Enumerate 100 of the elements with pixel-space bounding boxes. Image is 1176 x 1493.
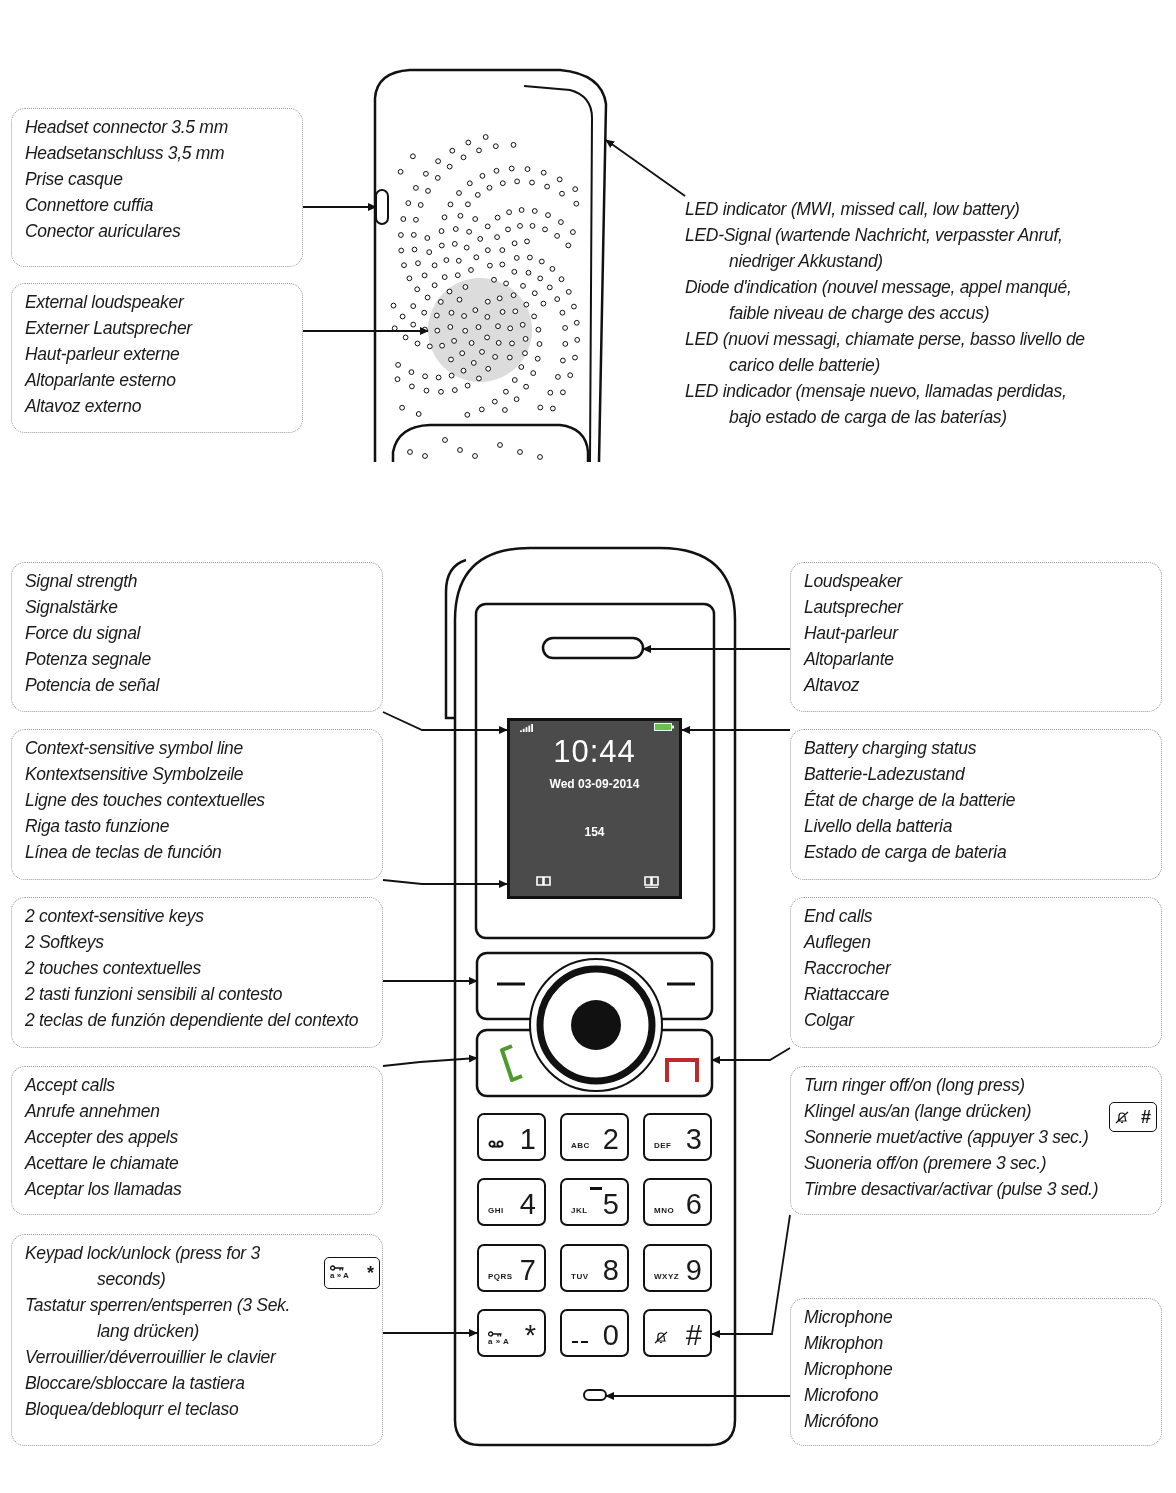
callout-text: End calls [804, 905, 873, 928]
key-digit: 8 [602, 1255, 619, 1285]
callout-text: Haut-parleur [804, 622, 898, 645]
callout-text: 2 context-sensitive keys [25, 905, 204, 928]
callout-text: Raccrocher [804, 957, 891, 980]
key-letters: MNO [654, 1206, 675, 1215]
arrow [382, 976, 478, 986]
keypad-key [560, 1309, 629, 1357]
callout-text: External loudspeaker [25, 291, 184, 314]
callout-text: Aceptar los llamadas [25, 1178, 182, 1201]
callout-text: Mikrophon [804, 1332, 883, 1355]
arrow [382, 711, 508, 735]
callout-text: Microfono [804, 1384, 879, 1407]
callout-text: Context-sensitive symbol line [25, 737, 243, 760]
callout-text: Externer Lautsprecher [25, 317, 192, 340]
callout-text: Signal strength [25, 570, 138, 593]
phone-screen [507, 718, 682, 899]
keypad-key [560, 1178, 629, 1226]
microphone-slot [583, 1389, 607, 1401]
callout-text: Suoneria off/on (premere 3 sec.) [804, 1152, 1047, 1175]
key-letters: ABC [571, 1141, 590, 1150]
keypad-key [643, 1309, 712, 1357]
key-letters: JKL [571, 1206, 588, 1215]
key-digit: 1 [519, 1124, 536, 1154]
keypad-key [643, 1113, 712, 1161]
arrow [681, 725, 791, 735]
date-text: Wed 03-09-2014 [549, 778, 640, 792]
keypad-key [560, 1244, 629, 1292]
key-digit: 5 [602, 1189, 619, 1219]
callout-text: 2 tasti funzioni sensibili al contesto [25, 983, 283, 1006]
callout-text: Ligne des touches contextuelles [25, 789, 265, 812]
headset-jack [375, 189, 389, 225]
callout-text: Lautsprecher [804, 596, 903, 619]
clock-time: 10:44 [553, 735, 636, 770]
callout-text: Anrufe annehmen [25, 1100, 160, 1123]
key-digit: 3 [685, 1124, 702, 1154]
key-letters: a » A [488, 1337, 510, 1346]
callout-text: Riattaccare [804, 983, 890, 1006]
earpiece-slot [541, 636, 645, 660]
callout-text: 2 touches contextuelles [25, 957, 201, 980]
callout-text: Timbre desactivar/activar (pulse 3 sed.) [804, 1178, 1099, 1201]
key-letters: TUV [571, 1272, 589, 1281]
callout-text: Battery charging status [804, 737, 977, 760]
keypad-key [643, 1244, 712, 1292]
callout-text: LED-Signal (wartende Nachricht, verpasster Anruf, niedriger Akkustand) [685, 224, 1064, 273]
callout-text: Conector auriculares [25, 220, 181, 243]
callout-text: Keypad lock/unlock (press for 3 seconds) [25, 1242, 261, 1291]
callout-text: Klingel aus/an (lange drücken) [804, 1100, 1032, 1123]
arrow [302, 202, 377, 212]
arrow [382, 1328, 478, 1338]
callout-text: Estado de carga de bateria [804, 841, 1007, 864]
callout-text: Haut-parleur externe [25, 343, 180, 366]
callout-text: Acettare le chiamate [25, 1152, 179, 1175]
callout-text: Verrouillier/déverrouillier le clavier [25, 1346, 276, 1369]
callout-text: Micrófono [804, 1410, 879, 1433]
callout-text: Turn ringer off/on (long press) [804, 1074, 1025, 1097]
callout-text: Microphone [804, 1358, 893, 1381]
callout-text: LED indicator (MWI, missed call, low battery) [685, 198, 1020, 221]
keypad-key [477, 1113, 546, 1161]
key-digit: 9 [685, 1255, 702, 1285]
key-digit: 6 [685, 1189, 702, 1219]
arrow [382, 1054, 478, 1067]
keypad-key [560, 1113, 629, 1161]
callout-text: Bloquea/debloqurr el teclaso [25, 1398, 239, 1421]
key-symbol: * [367, 1262, 374, 1284]
callout-text: LED (nuovi messagi, chiamate perse, basso livello de carico delle batterie) [685, 328, 1086, 377]
callout-text: Altoparlante [804, 648, 894, 671]
arrow [711, 1047, 791, 1065]
callout-text: Línea de teclas de función [25, 841, 222, 864]
arrow [605, 139, 686, 197]
callout-text: 2 Softkeys [25, 931, 104, 954]
callout-text: Sonnerie muet/active (appuyer 3 sec.) [804, 1126, 1089, 1149]
callout-text: Loudspeaker [804, 570, 902, 593]
arrow [382, 879, 508, 889]
key-letters: WXYZ [654, 1272, 680, 1281]
callout-text: Auflegen [804, 931, 871, 954]
callout-text: LED indicador (mensaje nuevo, llamadas perdidas, bajo estado de carga de las baterías) [685, 380, 1068, 429]
key-letters: PQRS [488, 1272, 513, 1281]
callout-text: Potencia de señal [25, 674, 160, 697]
handset-back-drawing [373, 68, 608, 463]
callout-text: Force du signal [25, 622, 141, 645]
key-letters: DEF [654, 1141, 672, 1150]
callout-text: Bloccare/sbloccare la tastiera [25, 1372, 245, 1395]
arrow [605, 1391, 791, 1401]
callout-text: Kontextsensitive Symbolzeile [25, 763, 244, 786]
callout-text: Headset connector 3.5 mm [25, 116, 228, 139]
callout-text: Batterie-Ladezustand [804, 763, 965, 786]
key-digit: 4 [519, 1189, 536, 1219]
callout-text: Altavoz externo [25, 395, 142, 418]
callout-text: Tastatur sperren/entsperren (3 Sek. lang drücken) [25, 1294, 292, 1343]
callout-text: Riga tasto funzione [25, 815, 170, 838]
callout-text: Colgar [804, 1009, 854, 1032]
callout-text: Prise casque [25, 168, 123, 191]
key-symbol: # [1141, 1106, 1151, 1128]
callout-text: Headsetanschluss 3,5 mm [25, 142, 225, 165]
callout-text: Microphone [804, 1306, 893, 1329]
key-letters: GHI [488, 1206, 504, 1215]
callout-text: Altavoz [804, 674, 860, 697]
key-digit: 7 [519, 1255, 536, 1285]
keypad-key [477, 1309, 546, 1357]
